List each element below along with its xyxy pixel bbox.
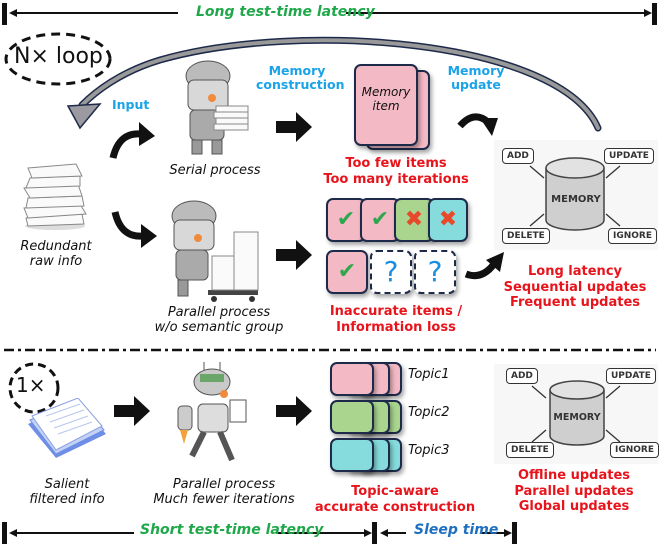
timeline-start-bar: [2, 3, 7, 25]
short-latency-label: Short test-time latency: [140, 522, 324, 538]
memory-cylinder-label: MEMORY: [551, 194, 601, 205]
parallel-issues-label: Inaccurate items /Information loss: [329, 304, 463, 335]
split-arrows: [109, 122, 157, 248]
filtered-docs-icon: [28, 398, 106, 458]
serial-process-label: Serial process: [169, 163, 261, 178]
memory-construction-label: Memory construction: [256, 63, 345, 93]
arrow-down-right-icon: [141, 224, 157, 248]
timeline-mid-bar: [372, 522, 377, 544]
loop-badge-outline: [4, 32, 112, 86]
question-icon: ?: [383, 255, 399, 288]
topic-label: Topic3: [408, 443, 450, 458]
once-badge-outline: [8, 362, 60, 414]
arrow-right-icon: [276, 112, 312, 142]
memory-cylinder-icon: [549, 380, 605, 446]
arrow-right-icon: [276, 396, 312, 426]
memory-ops-panel-bottom: MEMORY ADD UPDATE DELETE IGNORE: [494, 364, 659, 464]
bottom-timeline: [2, 522, 517, 544]
question-icon: ?: [427, 255, 443, 288]
curved-arrow-up-icon: [464, 252, 504, 280]
memory-cell-check: ✔: [326, 250, 368, 294]
section-divider: [4, 348, 656, 352]
loop-back-arrow: [66, 36, 602, 132]
parallel-robot-cart-icon: [171, 200, 259, 302]
check-icon: ✔: [370, 207, 390, 232]
arrowhead-left-icon: [380, 529, 388, 537]
op-ignore: IGNORE: [608, 228, 657, 244]
memory-ops-panel-top: MEMORY ADD UPDATE DELETE IGNORE: [494, 140, 658, 250]
sleep-time-label: Sleep time: [414, 522, 499, 538]
op-add: ADD: [506, 368, 538, 384]
once-badge-label: 1×: [16, 373, 46, 397]
check-icon: ✔: [337, 259, 357, 284]
check-icon: ✔: [336, 207, 356, 232]
fast-robot-icon: [177, 362, 247, 462]
op-add: ADD: [502, 148, 534, 164]
cross-icon: ✖: [438, 207, 458, 232]
arrowhead-left-icon: [9, 9, 17, 17]
arrowhead-left-icon: [9, 529, 17, 537]
memory-cell-cross: ✖: [428, 198, 468, 242]
topic-card: [330, 362, 374, 396]
long-latency-label: Long test-time latency: [196, 4, 375, 20]
arrowhead-right-icon: [364, 529, 372, 537]
arrow-up-right-icon: [139, 122, 155, 146]
op-ignore: IGNORE: [610, 442, 659, 458]
op-update: UPDATE: [604, 148, 654, 164]
arrowhead-right-icon: [504, 529, 512, 537]
memory-cylinder-label: MEMORY: [553, 412, 601, 423]
paper-pile-icon: [23, 163, 87, 230]
topic-card: [330, 400, 374, 434]
topic-card: [330, 438, 374, 472]
arrowhead-right-icon: [644, 9, 652, 17]
loop-badge-label: N× loop: [14, 44, 103, 69]
topic-label: Topic1: [408, 367, 450, 382]
memory-cylinder-icon: [545, 157, 605, 231]
input-label: Input: [112, 97, 150, 112]
cross-icon: ✖: [404, 207, 424, 232]
serial-robot-icon: [185, 60, 249, 155]
op-delete: DELETE: [506, 442, 554, 458]
op-update: UPDATE: [606, 368, 656, 384]
loop-arrowhead-icon: [66, 103, 102, 130]
memory-cell-unknown: ?: [414, 250, 456, 294]
topic-label: Topic2: [408, 405, 450, 420]
arrow-right-icon: [114, 396, 150, 426]
memory-item-grid: ✔ ✔ ✖ ✖ ✔??: [326, 198, 468, 298]
memory-update-label: Memory update: [447, 63, 505, 93]
memory-cell-check: ✔: [360, 198, 400, 242]
op-arrows: [531, 385, 621, 443]
memory-cell-cross: ✖: [394, 198, 434, 242]
op-arrows: [529, 165, 621, 227]
op-delete: DELETE: [502, 228, 550, 244]
memory-update-arrow-icon: [457, 113, 498, 136]
memory-cell-unknown: ?: [370, 250, 412, 294]
timeline-end-bar: [652, 3, 657, 25]
top-timeline: [2, 3, 657, 25]
arrow-right-icon: [276, 240, 312, 270]
